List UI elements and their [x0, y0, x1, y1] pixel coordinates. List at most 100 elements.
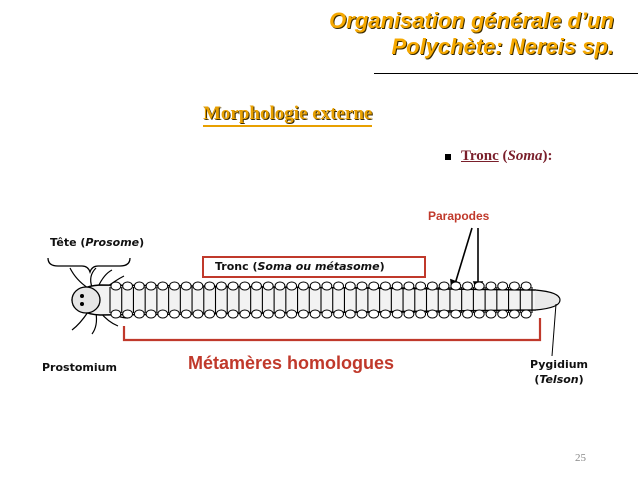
parapodium-top — [462, 281, 473, 291]
parapodium-bottom — [122, 309, 134, 319]
bullet-latin: Soma — [507, 148, 543, 164]
telson-line: (Telson) — [534, 373, 584, 386]
parapodium-top — [157, 281, 169, 291]
parapodium-top — [321, 281, 333, 291]
parapodium-bottom — [251, 309, 262, 319]
parapodium-top — [485, 281, 497, 291]
slide-title: Organisation générale d’un Polychète: Ne… — [194, 8, 614, 60]
parapodium-bottom — [309, 309, 321, 319]
tronc-box — [202, 256, 426, 278]
parapodium-top — [450, 281, 462, 291]
parapodium-top — [180, 281, 192, 291]
parapodium-bottom — [321, 309, 333, 319]
parapodium-bottom — [403, 309, 415, 319]
parapodium-bottom — [239, 309, 251, 319]
bullet-close: ): — [542, 148, 553, 164]
parapodium-bottom — [438, 309, 450, 319]
parapodium-bottom — [145, 309, 157, 319]
slide-title-line2: Polychète: Nereis sp. — [391, 34, 614, 59]
pygidium-text: Pygidium — [530, 358, 589, 371]
parapodium-top — [274, 281, 286, 291]
parapodium-top — [333, 281, 345, 291]
parapodium-bottom — [227, 309, 239, 319]
telson-text: Telson — [539, 373, 579, 386]
parapodium-bottom — [169, 309, 180, 319]
bullet-tronc: Tronc (Soma): — [445, 148, 553, 165]
parapodium-bottom — [204, 309, 216, 319]
parapodium-top — [215, 281, 227, 291]
parapodium-top — [380, 281, 391, 291]
parapodium-bottom — [520, 309, 532, 319]
parapodium-bottom — [262, 309, 274, 319]
metameres-label: Métamères homologues — [188, 353, 395, 373]
square-bullet-icon — [445, 153, 451, 160]
parapodium-bottom — [297, 309, 309, 319]
parapodium-top — [520, 281, 532, 291]
metasome-text: métasome — [314, 260, 380, 273]
parapodium-bottom — [497, 309, 509, 319]
metameres-bracket — [122, 318, 542, 342]
tete-label: Tête (Prosome) — [50, 236, 145, 249]
section-heading: Morphologie externe — [203, 103, 373, 127]
parapodium-bottom — [133, 309, 145, 319]
soma-ou-text: Soma ou — [257, 260, 312, 273]
parapodium-bottom — [426, 309, 438, 319]
slide-title-line1: Organisation générale d’un — [329, 8, 614, 33]
parapodium-bottom — [274, 309, 286, 319]
parapodium-top — [239, 281, 251, 291]
parapodium-top — [356, 281, 368, 291]
pygidium-label: Pygidium (Telson) — [530, 357, 588, 387]
prostomium-label: Prostomium — [42, 361, 117, 374]
parapodium-top — [426, 281, 438, 291]
parapodium-bottom — [286, 309, 298, 319]
parapodes-label: Parapodes — [428, 209, 490, 223]
parapodium-top — [192, 281, 204, 291]
parapodium-bottom — [415, 309, 427, 319]
parapodium-top — [508, 281, 520, 291]
parapodium-top — [403, 281, 415, 291]
parapodium-bottom — [485, 309, 497, 319]
parapodium-bottom — [508, 309, 520, 319]
tete-text: Tête — [50, 236, 77, 249]
bullet-term: Tronc — [461, 148, 499, 164]
parapodium-top — [227, 281, 239, 291]
parapodium-top — [262, 281, 274, 291]
parapodium-bottom — [368, 309, 380, 319]
parapodium-bottom — [192, 309, 204, 319]
parapodium-bottom — [157, 309, 169, 319]
parapodium-top — [368, 281, 380, 291]
parapodium-top — [309, 281, 321, 291]
pygidium-pointer — [551, 303, 557, 357]
tete-bracket — [47, 257, 131, 275]
parapodium-top — [251, 281, 262, 291]
tronc-box-text: Tronc — [215, 260, 249, 273]
parapodium-bottom — [356, 309, 368, 319]
prosome-text: Prosome — [85, 236, 140, 249]
parapodium-top — [344, 281, 356, 291]
parapodium-top — [286, 281, 298, 291]
bullet-open: ( — [498, 148, 508, 164]
parapodium-bottom — [380, 309, 391, 319]
parapodium-bottom — [450, 309, 462, 319]
parapodium-top — [169, 281, 180, 291]
parapodium-top — [415, 281, 427, 291]
parapodium-top — [122, 281, 134, 291]
parapodium-bottom — [344, 309, 356, 319]
parapodium-bottom — [110, 309, 122, 319]
parapodium-top — [297, 281, 309, 291]
parapodium-bottom — [215, 309, 227, 319]
parapodium-top — [145, 281, 157, 291]
parapodium-top — [204, 281, 216, 291]
parapodium-bottom — [473, 309, 485, 319]
parapodium-top — [473, 281, 485, 291]
parapodium-top — [497, 281, 509, 291]
title-underline — [374, 73, 638, 74]
parapodium-bottom — [333, 309, 345, 319]
worm-body — [71, 281, 561, 319]
parapodium-bottom — [391, 309, 403, 319]
tronc-box-label: Tronc (Soma ou métasome) — [215, 260, 385, 273]
parapodium-top — [438, 281, 450, 291]
parapodium-top — [391, 281, 403, 291]
parapodium-top — [133, 281, 145, 291]
